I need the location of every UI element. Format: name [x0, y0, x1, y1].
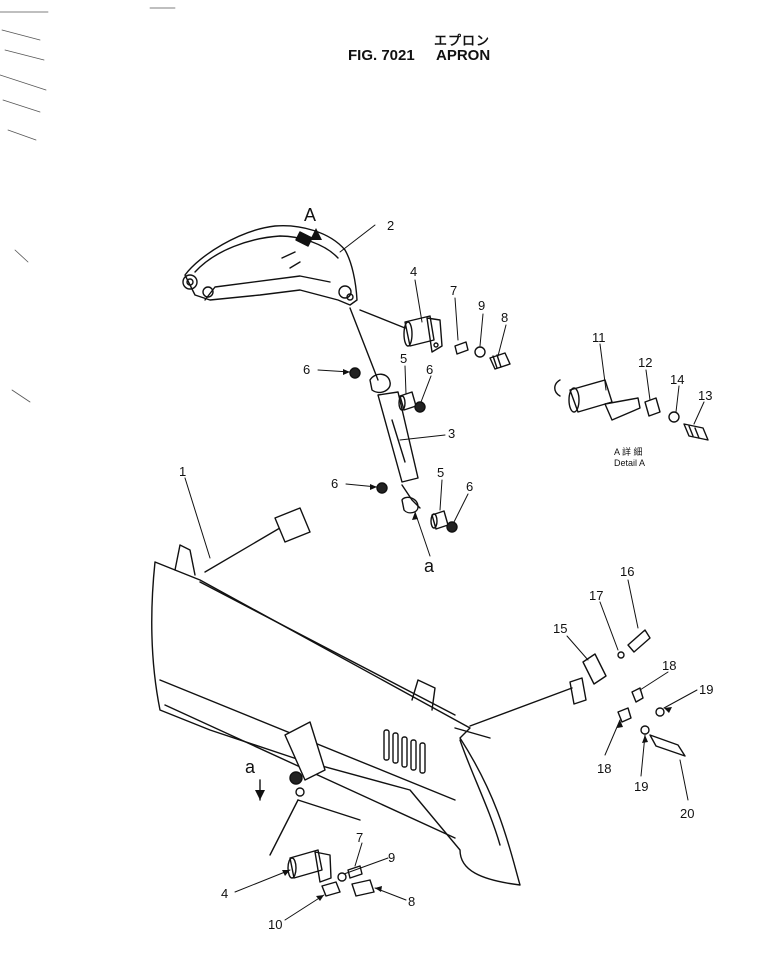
callout-20: 20: [680, 806, 694, 821]
bolt-upper: [489, 352, 511, 370]
callout-9-lower: 9: [388, 850, 395, 865]
detail-plate: [644, 397, 661, 417]
callout-9-upper: 9: [478, 298, 485, 313]
detail-bolt: [683, 423, 709, 441]
blade: [151, 544, 521, 886]
callout-10: 10: [268, 917, 282, 932]
callout-6-a: 6: [303, 362, 310, 377]
callout-16: 16: [620, 564, 634, 579]
callout-7-lower: 7: [356, 830, 363, 845]
seal-upper-right: [414, 401, 426, 413]
callout-4-upper: 4: [410, 264, 417, 279]
callout-18-upper: 18: [662, 658, 676, 673]
clip-18-lower: [617, 707, 632, 723]
detail-caption-jp: A 詳 細: [614, 446, 643, 457]
callout-18-lower: 18: [597, 761, 611, 776]
bolt-20: [649, 734, 686, 757]
washer-upper: [474, 346, 486, 358]
washer-lower: [337, 872, 347, 882]
arm-bracket: [182, 225, 358, 306]
callout-15: 15: [553, 621, 567, 636]
bracket-15: [582, 653, 607, 685]
grease-fitting-10: [321, 881, 341, 897]
pin-upper: [359, 309, 443, 353]
detail-caption-en: Detail A: [614, 458, 645, 468]
callout-7-upper: 7: [450, 283, 457, 298]
bushing-lower: [430, 510, 449, 530]
callout-17: 17: [589, 588, 603, 603]
callout-8-lower: 8: [408, 894, 415, 909]
callout-6-c: 6: [331, 476, 338, 491]
callout-1: 1: [179, 464, 186, 479]
pin-lower: [287, 849, 332, 883]
bolt-lower: [351, 879, 375, 897]
seal-lower-left: [376, 482, 388, 494]
callout-2: 2: [387, 218, 394, 233]
cotter-pin-upper: [454, 341, 469, 355]
callout-13: 13: [698, 388, 712, 403]
view-label-a-bottom: a: [245, 757, 256, 777]
view-label-a-top: a: [424, 556, 435, 576]
callout-3: 3: [448, 426, 455, 441]
callout-8-upper: 8: [501, 310, 508, 325]
tilt-brace: [469, 677, 587, 727]
callout-5-upper: 5: [400, 351, 407, 366]
callout-5-lower: 5: [437, 465, 444, 480]
bolt-16: [627, 629, 651, 653]
brace-rod: [204, 507, 311, 573]
callout-11: 11: [592, 330, 606, 345]
callout-19-lower: 19: [634, 779, 648, 794]
callout-12: 12: [638, 355, 652, 370]
callout-4-lower: 4: [221, 886, 228, 901]
view-label-A: A: [304, 205, 316, 225]
cotter-pin-lower: [347, 865, 363, 879]
callout-14: 14: [670, 372, 684, 387]
figure-number: FIG. 7021: [348, 47, 415, 64]
washer-19-lower: [640, 725, 650, 735]
washer-19-upper: [655, 707, 665, 717]
detail-washer: [668, 411, 680, 423]
callout-6-b: 6: [426, 362, 433, 377]
callout-19-upper: 19: [699, 682, 713, 697]
scan-noise: [0, 7, 176, 403]
callout-6-d: 6: [466, 479, 473, 494]
japanese-title: エプロン: [434, 33, 491, 48]
detail-pin: [554, 379, 641, 421]
cylinder: [349, 307, 421, 514]
seal-upper-left: [349, 367, 361, 379]
washer-17: [617, 651, 625, 659]
figure-title: APRON: [436, 47, 491, 64]
seal-lower-right: [446, 521, 458, 533]
clip-18-upper: [631, 687, 644, 703]
